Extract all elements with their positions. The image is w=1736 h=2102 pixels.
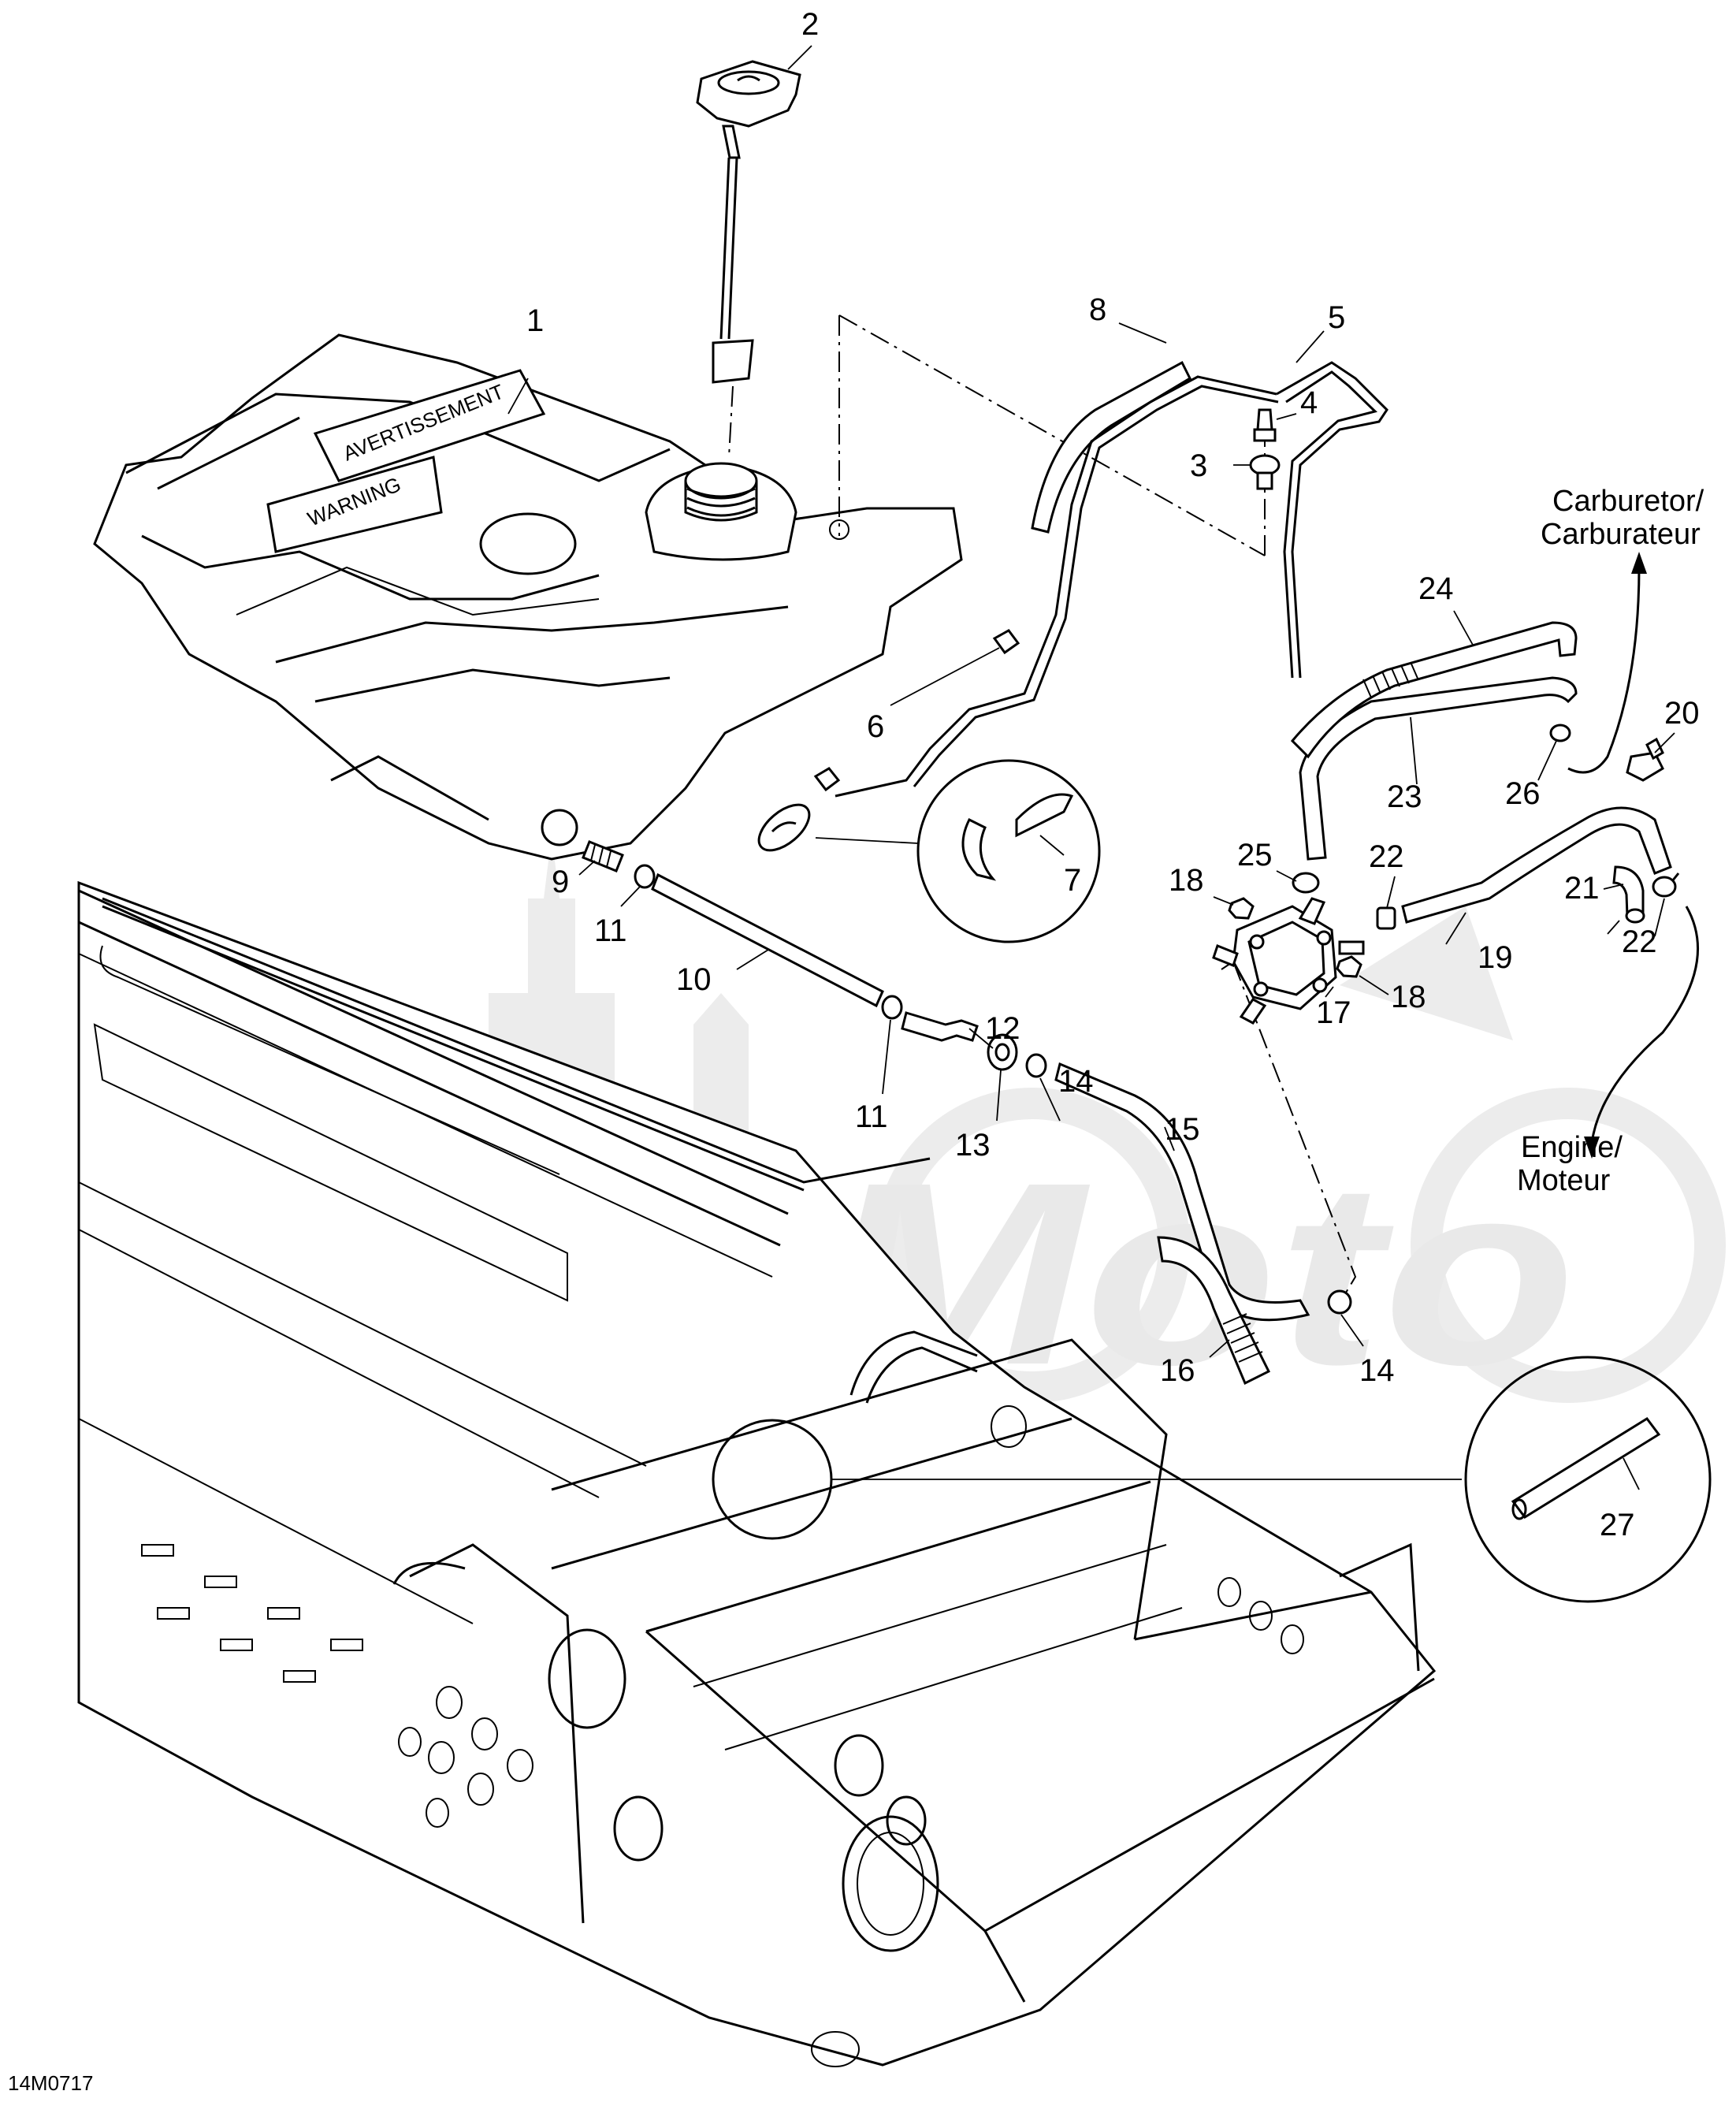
fuel-hose-15 bbox=[1054, 1062, 1310, 1322]
vent-hose-8 bbox=[1031, 360, 1191, 534]
nut-18b bbox=[1336, 955, 1362, 978]
hose-24 bbox=[1290, 621, 1578, 759]
clamp-22a bbox=[1376, 906, 1396, 930]
nut-18a bbox=[1228, 897, 1255, 920]
clamp-11a bbox=[634, 864, 656, 889]
assembly-lines bbox=[838, 314, 1357, 1293]
callout-25: 25 bbox=[1237, 838, 1273, 872]
callout-4: 4 bbox=[1300, 385, 1318, 420]
hose-21 bbox=[1612, 865, 1645, 924]
callout-22b: 22 bbox=[1622, 925, 1657, 959]
vent-line-5 bbox=[835, 361, 1388, 798]
grommet-13 bbox=[987, 1033, 1018, 1071]
fuel-pump-17 bbox=[1212, 897, 1365, 1025]
chassis-frame bbox=[77, 880, 1437, 2067]
clamp-20 bbox=[1626, 737, 1664, 782]
callout-15: 15 bbox=[1165, 1112, 1200, 1147]
callout-14a: 14 bbox=[1058, 1064, 1094, 1099]
leader-lines bbox=[507, 45, 1675, 1490]
hose-16 bbox=[1157, 1236, 1271, 1386]
fitting-12 bbox=[901, 1011, 979, 1042]
callout-8: 8 bbox=[1089, 292, 1106, 327]
detail-circle-7 bbox=[757, 759, 1101, 943]
callout-21: 21 bbox=[1564, 871, 1600, 906]
callout-2: 2 bbox=[801, 7, 819, 42]
detail-circle-27 bbox=[712, 1356, 1712, 1603]
clamp-11b bbox=[881, 995, 903, 1020]
check-valve-3 bbox=[1249, 454, 1281, 490]
callout-26: 26 bbox=[1505, 776, 1541, 811]
callout-labels: 1 2 3 4 5 6 7 8 9 10 11 11 12 13 14 14 1… bbox=[526, 7, 1700, 1542]
flow-arrow-engine bbox=[1584, 906, 1700, 1159]
clamp-14a bbox=[1025, 1053, 1047, 1078]
callout-16: 16 bbox=[1160, 1353, 1195, 1388]
hose-19 bbox=[1401, 806, 1672, 924]
callout-7: 7 bbox=[1064, 863, 1081, 898]
callout-1: 1 bbox=[526, 303, 544, 338]
fitting-9 bbox=[582, 840, 624, 872]
flow-arrow-carburetor bbox=[1567, 552, 1647, 774]
fuel-tank: AVERTISSEMENT WARNING bbox=[93, 333, 963, 861]
fitting-4 bbox=[1253, 408, 1277, 442]
clamp-25 bbox=[1292, 872, 1320, 894]
callout-18a: 18 bbox=[1169, 863, 1204, 898]
fuel-line-10 bbox=[651, 872, 884, 1008]
carburetor-label-fr: Carburateur bbox=[1541, 518, 1701, 551]
callout-23: 23 bbox=[1387, 779, 1422, 814]
callout-27: 27 bbox=[1600, 1508, 1635, 1542]
engine-label-en: Engine/ bbox=[1521, 1131, 1623, 1164]
callout-19: 19 bbox=[1478, 940, 1513, 975]
callout-12: 12 bbox=[985, 1011, 1020, 1046]
clamp-22b bbox=[1652, 872, 1680, 898]
callout-18b: 18 bbox=[1391, 980, 1426, 1014]
callout-13: 13 bbox=[955, 1128, 991, 1163]
callout-14b: 14 bbox=[1359, 1353, 1395, 1388]
clip-6 bbox=[813, 629, 1020, 792]
callout-3: 3 bbox=[1190, 448, 1207, 483]
clamp-26 bbox=[1549, 724, 1571, 742]
clamp-14b bbox=[1327, 1289, 1352, 1315]
callout-17: 17 bbox=[1316, 995, 1351, 1030]
engine-label-fr: Moteur bbox=[1517, 1164, 1611, 1197]
callout-10: 10 bbox=[676, 962, 712, 997]
callout-9: 9 bbox=[552, 865, 569, 899]
callout-20: 20 bbox=[1664, 696, 1700, 731]
callout-22a: 22 bbox=[1369, 839, 1404, 874]
callout-5: 5 bbox=[1328, 300, 1345, 335]
callout-6: 6 bbox=[867, 709, 884, 744]
figure-code: 14M0717 bbox=[8, 2071, 93, 2095]
callout-24: 24 bbox=[1418, 571, 1454, 606]
destination-labels: Carburetor/ Carburateur Engine/ Moteur bbox=[1517, 485, 1704, 1197]
filler-cap bbox=[696, 60, 801, 458]
callout-11b: 11 bbox=[855, 1099, 888, 1134]
callout-11a: 11 bbox=[594, 913, 627, 948]
carburetor-label-en: Carburetor/ bbox=[1552, 485, 1704, 518]
